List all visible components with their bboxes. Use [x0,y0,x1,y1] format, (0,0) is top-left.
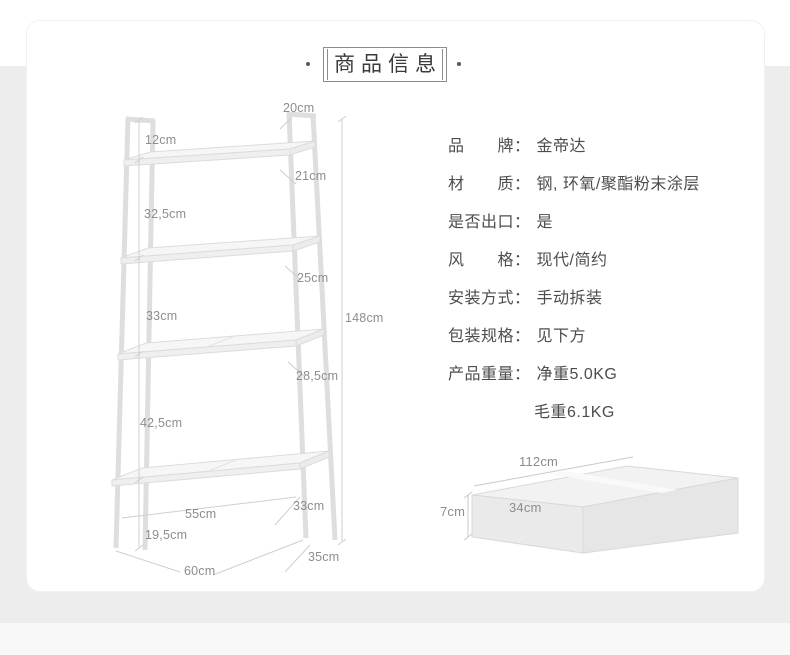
spec-row-net-weight: 产品重量： 净重5.0KG [448,356,700,394]
decorative-dot-left [306,62,310,66]
spec-label: 安装方式： [448,290,531,307]
pkg-width: 34cm [509,500,542,515]
spec-value: 手动拆装 [536,290,603,307]
spec-row-brand: 品 牌： 金帝达 [448,128,700,166]
section-title: 商品信息 [323,47,447,82]
spec-row-style: 风 格： 现代/简约 [448,242,700,280]
package-dimension-lines [463,456,634,541]
dim-gap-bottom: 19,5cm [145,528,188,542]
dim-gap1: 32,5cm [144,207,187,221]
spec-value: 毛重6.1KG [534,404,615,421]
spec-value: 是 [536,214,554,231]
spec-value: 净重5.0KG [536,366,618,383]
dim-shelf2-depth: 25cm [297,271,329,285]
dimension-lines [115,115,347,576]
decorative-dot-right [457,62,461,66]
package-tape-strip [550,471,677,493]
dim-total-height: 148cm [345,311,384,325]
spec-label: 品 牌： [448,138,531,155]
dim-gap3: 42,5cm [140,416,183,430]
dim-shelf3-depth: 28,5cm [296,369,339,383]
spec-label: 包装规格： [448,328,531,345]
spec-row-install: 安装方式： 手动拆装 [448,280,700,318]
dim-shelf-width: 55cm [185,507,217,521]
spec-value: 现代/简约 [536,252,608,269]
shelf-boards [111,140,330,487]
spec-row-export: 是否出口： 是 [448,204,700,242]
package-front-face [582,477,739,554]
dim-top-depth: 20cm [283,101,315,115]
spec-list: 品 牌： 金帝达 材 质： 钢, 环氧/聚酯粉末涂层 是否出口： 是 风 格： 现代/简… [448,128,700,432]
spec-row-material: 材 质： 钢, 环氧/聚酯粉末涂层 [448,166,700,204]
spec-row-package: 包装规格： 见下方 [448,318,700,356]
shelf-wireframe-drawing [111,111,347,576]
page-background-lower [0,623,790,655]
dim-shelf4-depth: 33cm [293,499,325,513]
dim-gap-top: 12cm [145,133,177,147]
spec-label: 风 格： [448,252,531,269]
pkg-height: 7cm [440,504,466,519]
dim-bottom-depth: 35cm [308,550,340,564]
spec-label: 是否出口： [448,214,531,231]
spec-value: 钢, 环氧/聚酯粉末涂层 [536,176,700,193]
pkg-length: 112cm [519,454,559,469]
spec-value: 见下方 [536,328,587,345]
dim-gap2: 33cm [146,309,178,323]
spec-row-gross-weight: 毛重6.1KG [448,394,700,432]
spec-value: 金帝达 [536,138,587,155]
dim-overall-width: 60cm [184,564,216,578]
dim-shelf1-depth: 21cm [295,169,327,183]
spec-label: 材 质： [448,176,531,193]
spec-label: 产品重量： [448,366,531,383]
package-box-drawing [463,456,739,554]
